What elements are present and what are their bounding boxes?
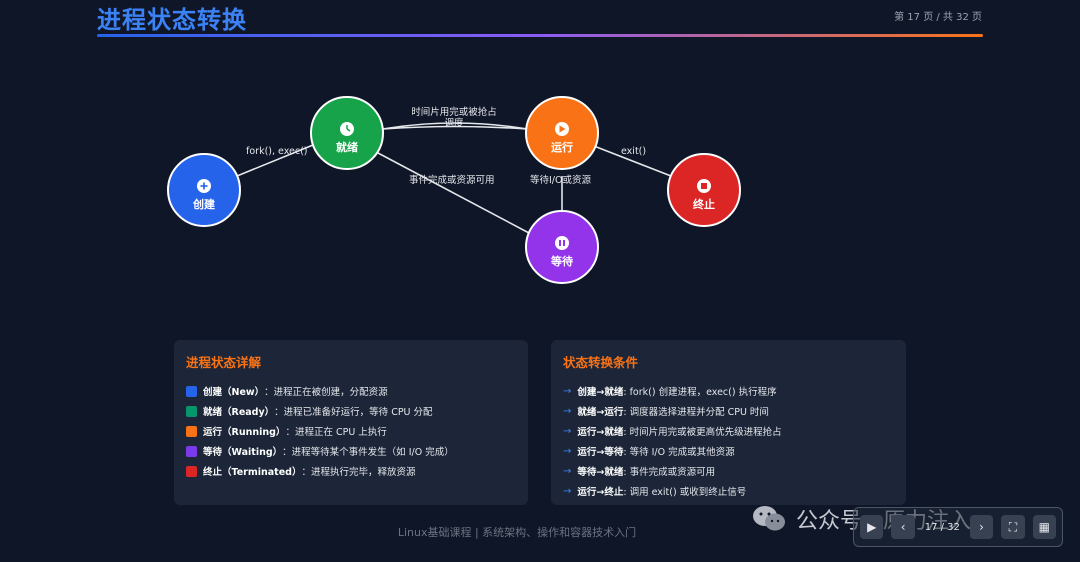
prev-slide-button[interactable]: ‹	[891, 515, 915, 539]
edge-create-ready	[236, 144, 314, 177]
menu-button[interactable]: ▶	[860, 515, 884, 539]
conditions-card-title: 状态转换条件	[563, 355, 639, 370]
next-slide-button[interactable]: ›	[969, 515, 994, 539]
state-color-swatch	[186, 465, 197, 477]
condition-desc: : 时间片用完或被更高优先级进程抢占	[623, 427, 782, 438]
condition-name: 就绪→运行	[577, 407, 624, 418]
edge-ready-waiting	[377, 152, 530, 234]
state-name: 创建（New）	[203, 387, 265, 398]
condition-desc: : 等待 I/O 完成或其他资源	[623, 447, 735, 458]
condition-desc: : fork() 创建进程，exec() 执行程序	[623, 387, 777, 398]
edge-label-running-waiting: 等待I/O或资源	[530, 174, 591, 186]
state-color-swatch	[186, 425, 197, 437]
edge-ready-running-top	[382, 122, 528, 130]
footer-text: Linux基础课程 | 系统架构、操作和容器技术入门	[397, 526, 637, 539]
node-label-create: 创建	[192, 197, 216, 211]
edge-running-ready-bottom	[382, 125, 528, 130]
node-terminated: 终止	[667, 153, 741, 227]
title-divider	[97, 34, 983, 37]
slide-nav-bar: ▶ ‹ 17 / 32 › ⛶ ▦	[853, 507, 1063, 547]
condition-desc: : 事件完成或资源可用	[623, 467, 716, 478]
page-indicator: 第 17 页 / 共 32 页	[894, 12, 982, 23]
arrow-right-icon: →	[563, 445, 572, 457]
condition-item: → 等待→就绪 : 事件完成或资源可用	[563, 461, 894, 481]
node-label-ready: 就绪	[336, 140, 358, 154]
condition-name: 等待→就绪	[577, 467, 624, 478]
node-label-running: 运行	[551, 140, 573, 154]
condition-item: → 运行→终止 : 调用 exit() 或收到终止信号	[563, 481, 894, 501]
state-desc: ：进程正在被创建，分配资源	[264, 387, 388, 398]
node-label-waiting: 等待	[550, 254, 573, 268]
state-item: 终止（Terminated） ：进程执行完毕，释放资源	[186, 461, 516, 481]
edge-label-running-terminated: exit()	[621, 146, 646, 157]
arrow-right-icon: →	[563, 465, 572, 477]
condition-item: → 就绪→运行 : 调度器选择进程并分配 CPU 时间	[563, 401, 894, 421]
condition-item: → 运行→就绪 : 时间片用完或被更高优先级进程抢占	[563, 421, 894, 441]
condition-name: 创建→就绪	[577, 387, 624, 398]
wechat-icon	[753, 506, 785, 531]
condition-desc: : 调度器选择进程并分配 CPU 时间	[623, 407, 769, 418]
arrow-right-icon: →	[563, 385, 572, 397]
state-color-swatch	[186, 445, 197, 457]
state-name: 终止（Terminated）	[203, 467, 302, 478]
state-color-swatch	[186, 385, 197, 397]
fullscreen-button[interactable]: ⛶	[1001, 515, 1025, 539]
state-desc: ：进程正在 CPU 上执行	[285, 427, 387, 438]
state-desc: ：进程等待某个事件发生（如 I/O 完成）	[282, 447, 454, 458]
state-item: 创建（New） ：进程正在被创建，分配资源	[186, 381, 516, 401]
condition-item: → 运行→等待 : 等待 I/O 完成或其他资源	[563, 441, 894, 461]
arrow-right-icon: →	[563, 485, 572, 497]
state-item: 就绪（Ready） ：进程已准备好运行，等待 CPU 分配	[186, 401, 516, 421]
page-title: 进程状态转换	[97, 6, 247, 34]
plus-circle-icon	[197, 179, 211, 193]
slide-counter: 17 / 32	[924, 521, 960, 533]
node-running: 运行	[525, 96, 599, 170]
state-name: 运行（Running）	[203, 427, 286, 438]
condition-name: 运行→等待	[577, 447, 624, 458]
node-create: 创建	[167, 153, 241, 227]
node-ready: 就绪	[310, 96, 384, 170]
edges	[236, 122, 672, 234]
state-diagram: fork(), exec() 时间片用完或被抢占 调度 exit() 等待I/O…	[167, 96, 741, 284]
conditions-card: 状态转换条件 → 创建→就绪 : fork() 创建进程，exec() 执行程序…	[551, 340, 906, 505]
state-name: 等待（Waiting）	[203, 447, 283, 458]
edge-running-terminated	[593, 145, 672, 177]
state-item: 等待（Waiting） ：进程等待某个事件发生（如 I/O 完成）	[186, 441, 516, 461]
edge-label-ready-running-2: 调度	[444, 117, 464, 129]
state-color-swatch	[186, 405, 197, 417]
node-waiting: 等待	[525, 210, 599, 284]
node-label-terminated: 终止	[693, 197, 715, 211]
clock-icon	[340, 122, 354, 136]
stop-icon	[697, 179, 711, 193]
state-name: 就绪（Ready）	[203, 407, 275, 418]
state-desc: ：进程已准备好运行，等待 CPU 分配	[274, 407, 433, 418]
pause-icon	[555, 236, 569, 250]
play-icon	[555, 122, 569, 136]
condition-name: 运行→就绪	[577, 427, 624, 438]
state-item: 运行（Running） ：进程正在 CPU 上执行	[186, 421, 516, 441]
states-card-title: 进程状态详解	[186, 355, 262, 370]
condition-item: → 创建→就绪 : fork() 创建进程，exec() 执行程序	[563, 381, 894, 401]
arrow-right-icon: →	[563, 425, 572, 437]
condition-name: 运行→终止	[577, 487, 624, 498]
states-card: 进程状态详解 创建（New） ：进程正在被创建，分配资源 就绪（Ready） ：…	[174, 340, 528, 505]
edge-label-ready-running-1: 时间片用完或被抢占	[411, 106, 497, 118]
grid-view-button[interactable]: ▦	[1032, 515, 1057, 539]
edge-label-create-ready: fork(), exec()	[246, 146, 308, 157]
state-desc: ：进程执行完毕，释放资源	[301, 467, 416, 478]
edge-label-waiting-ready: 事件完成或资源可用	[409, 174, 495, 186]
arrow-right-icon: →	[563, 405, 572, 417]
condition-desc: : 调用 exit() 或收到终止信号	[623, 487, 747, 498]
